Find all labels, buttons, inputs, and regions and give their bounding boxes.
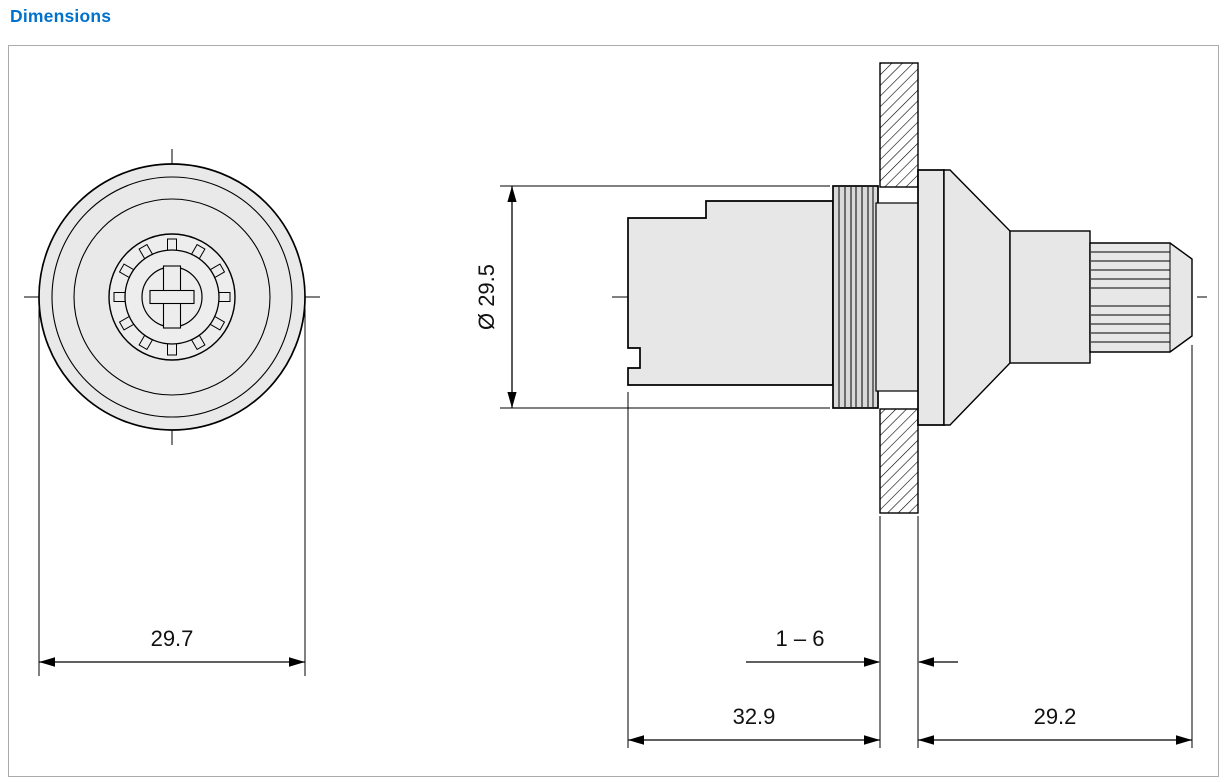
dim-label-32-9: 32.9 [733,704,776,729]
arrowhead-left [628,735,644,745]
dimension-diameter-29-5: Ø 29.5 [474,185,830,409]
front-flange [917,169,945,426]
bezel-cone [943,169,1011,426]
dim-label-29-2: 29.2 [1034,704,1077,729]
knurled-ring [832,185,879,409]
arrowhead-right [864,735,880,745]
page-title: Dimensions [10,6,112,26]
dimension-panel-thickness-1-6: 1 – 6 [746,626,958,667]
arrowhead-right [1176,735,1192,745]
arrowhead-down [507,392,517,408]
drawing-border [8,45,1219,777]
arrowhead-left [918,657,934,667]
dim-label-1-6: 1 – 6 [776,626,825,651]
arrowhead-right [289,657,305,667]
shaft-slot [149,265,195,329]
splined-grip [1089,242,1193,353]
arrowhead-right [864,657,880,667]
knob-ring-2 [51,176,293,418]
knob-cylinder [1009,230,1091,364]
arrowhead-left [918,735,934,745]
knob-ring-3 [73,198,271,396]
bottom-extension-lines [627,345,1193,748]
panel-lower [879,408,919,514]
panel-neck [875,202,921,392]
dimension-rear-depth-32-9: 32.9 [628,704,880,745]
mounting-panel [879,62,919,514]
dimension-width-29-7: 29.7 [38,308,306,676]
dimension-front-length-29-2: 29.2 [918,704,1192,745]
rear-body [627,200,834,386]
side-view [612,62,1207,514]
front-view [24,149,320,445]
panel-upper [879,62,919,188]
arrowhead-up [507,186,517,202]
arrowhead-left [39,657,55,667]
dim-label-29-7: 29.7 [151,626,194,651]
dim-label-diameter-29-5: Ø 29.5 [474,264,499,330]
